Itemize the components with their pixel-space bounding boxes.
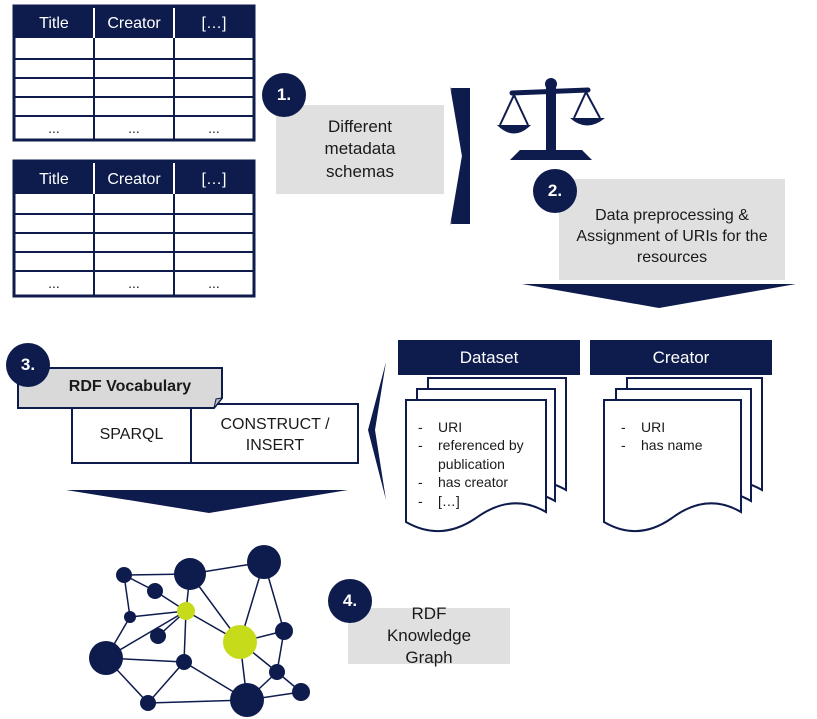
- table-ellipsis-cell: ...: [208, 120, 220, 136]
- graph-node: [116, 567, 132, 583]
- table-ellipsis-cell: ...: [48, 275, 60, 291]
- table-ellipsis-cell: ...: [128, 120, 140, 136]
- knowledge-graph-icon: [89, 545, 310, 717]
- arrow-left-icon: [368, 362, 386, 500]
- graph-node: [89, 641, 123, 675]
- dataset-header: Dataset: [398, 340, 580, 375]
- arrow-down-icon: [522, 284, 796, 308]
- list-item: URI: [621, 418, 737, 437]
- rdf-vocabulary-label: RDF Vocabulary: [68, 377, 192, 395]
- list-item: referenced by publication: [418, 436, 544, 473]
- table-ellipsis-cell: ...: [128, 275, 140, 291]
- metadata-table-1: Title Creator […] ... ... ...: [12, 4, 256, 142]
- arrow-right-icon: [450, 86, 470, 226]
- graph-node: [230, 683, 264, 717]
- table-header-cell: Creator: [107, 15, 161, 32]
- list-item: has creator: [418, 473, 544, 492]
- sparql-panel: [71, 403, 359, 464]
- step-1-label: Different metadata schemas: [276, 105, 444, 194]
- table-header-row: [14, 6, 254, 38]
- graph-node: [124, 611, 136, 623]
- arrow-right-icon: [451, 88, 470, 224]
- step-3-badge: 3.: [6, 343, 50, 387]
- graph-node-highlight: [223, 625, 257, 659]
- graph-node: [147, 583, 163, 599]
- step-1-badge: 1.: [262, 73, 306, 117]
- list-item: has name: [621, 436, 737, 455]
- list-item: URI: [418, 418, 544, 437]
- table-ellipsis-cell: ...: [208, 275, 220, 291]
- graph-node: [275, 622, 293, 640]
- metadata-table-2: Title Creator […] ... ... ...: [12, 159, 256, 298]
- arrow-down-icon: [66, 490, 348, 513]
- table-header-cell: Title: [39, 15, 69, 32]
- graph-node: [174, 558, 206, 590]
- list-item: […]: [418, 492, 544, 511]
- graph-node: [292, 683, 310, 701]
- table-header-row: [14, 161, 254, 194]
- graph-node: [140, 695, 156, 711]
- table-ellipsis-cell: ...: [48, 120, 60, 136]
- step-4-label: RDF Knowledge Graph: [348, 604, 510, 667]
- step-2-label: Data preprocessing & Assignment of URIs …: [559, 179, 785, 280]
- construct-insert-label: CONSTRUCT / INSERT: [220, 415, 330, 454]
- graph-node-highlight: [177, 602, 195, 620]
- graph-node: [150, 628, 166, 644]
- sparql-label: SPARQL: [99, 426, 164, 444]
- creator-attribute-list: URI has name: [621, 418, 737, 455]
- dataset-attribute-list: URI referenced by publication has creato…: [418, 418, 544, 511]
- table-header-cell: […]: [202, 171, 227, 188]
- graph-node: [176, 654, 192, 670]
- step-4-badge: 4.: [328, 579, 372, 623]
- folded-corner: [213, 397, 224, 409]
- table-header-cell: […]: [202, 15, 227, 32]
- table-header-cell: Title: [39, 171, 69, 188]
- table-header-cell: Creator: [107, 171, 161, 188]
- step-2-badge: 2.: [533, 169, 577, 213]
- graph-node: [269, 664, 285, 680]
- creator-header: Creator: [590, 340, 772, 375]
- balance-scale-icon: [497, 78, 605, 160]
- graph-node: [247, 545, 281, 579]
